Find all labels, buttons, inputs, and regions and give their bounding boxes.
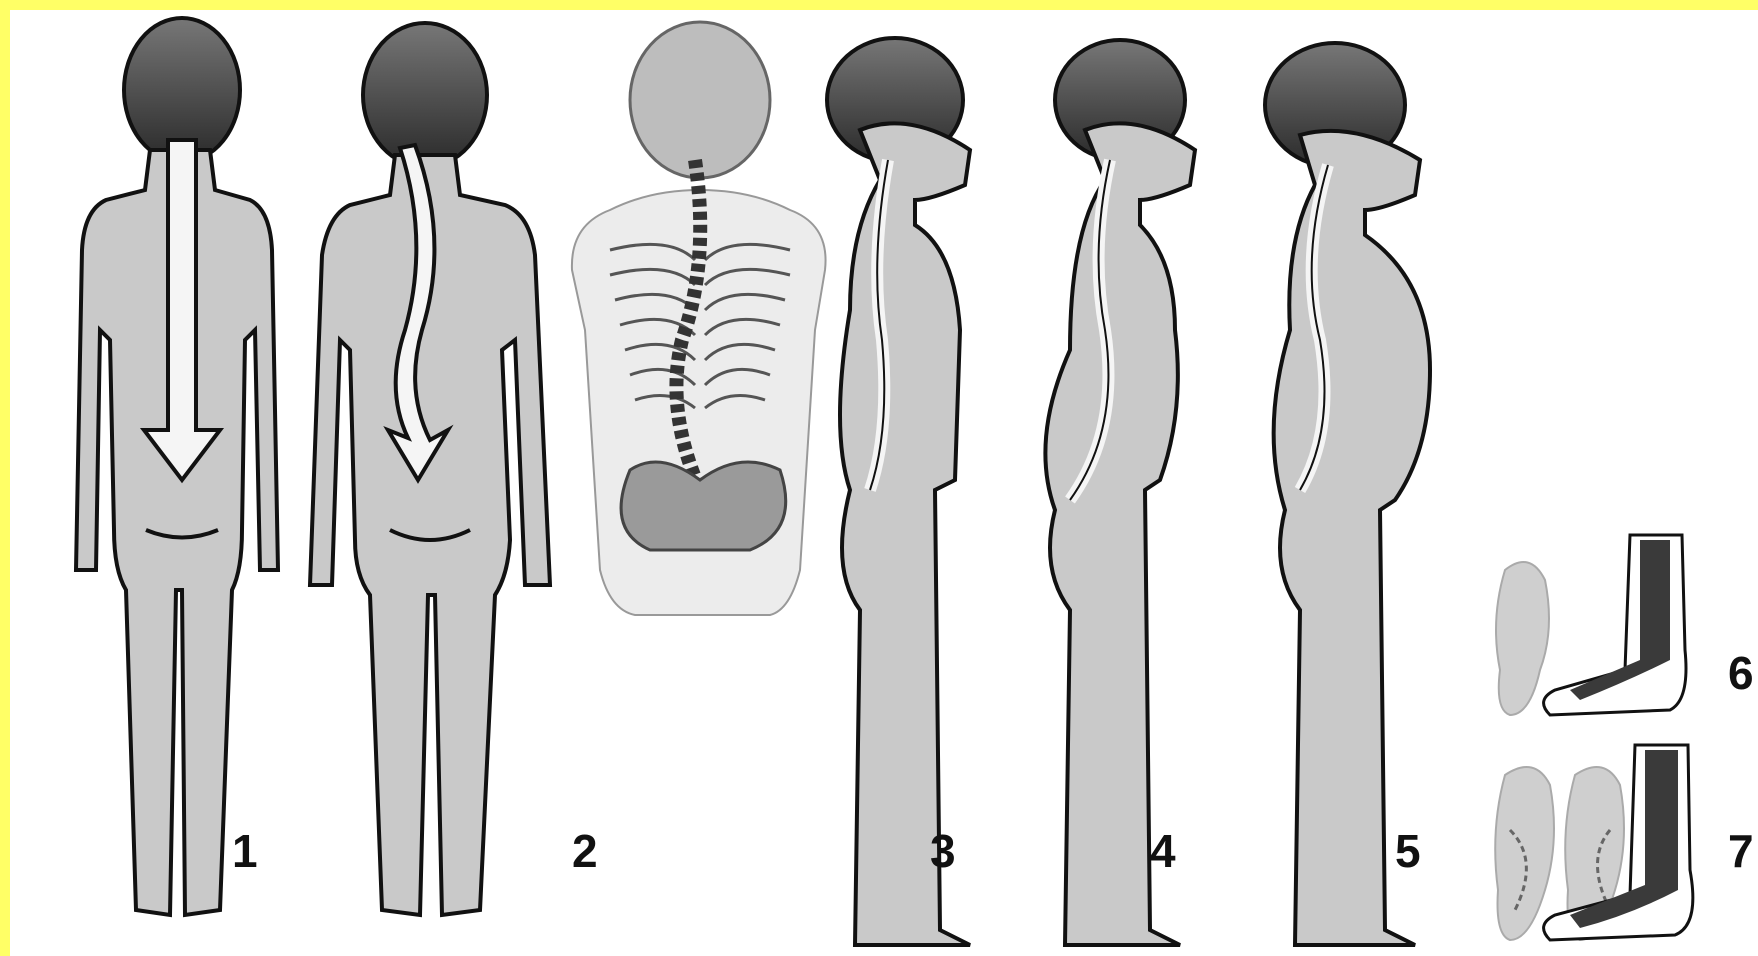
figure-3-side-normal — [827, 38, 970, 945]
foot-7-label: 7 — [1728, 828, 1754, 874]
foot-6-label: 6 — [1728, 650, 1754, 696]
figure-2-back-curved — [310, 23, 550, 915]
figure-5-side-kyphosis — [1265, 43, 1430, 945]
figure-2-label: 2 — [572, 828, 598, 874]
posture-figures — [10, 10, 1758, 956]
foot-7-flat-illustration — [1495, 745, 1693, 940]
figure-4-side-lordosis — [1045, 40, 1195, 945]
figure-1-back-straight — [76, 18, 278, 915]
figure-1-label: 1 — [232, 828, 258, 874]
figure-3-label: 3 — [930, 828, 956, 874]
foot-6-normal-illustration — [1496, 535, 1686, 715]
figure-5-label: 5 — [1395, 828, 1421, 874]
figure-4-label: 4 — [1150, 828, 1176, 874]
spine-skeleton-illustration — [572, 22, 826, 615]
illustration-panel: 1 2 3 4 5 6 7 — [10, 10, 1758, 956]
